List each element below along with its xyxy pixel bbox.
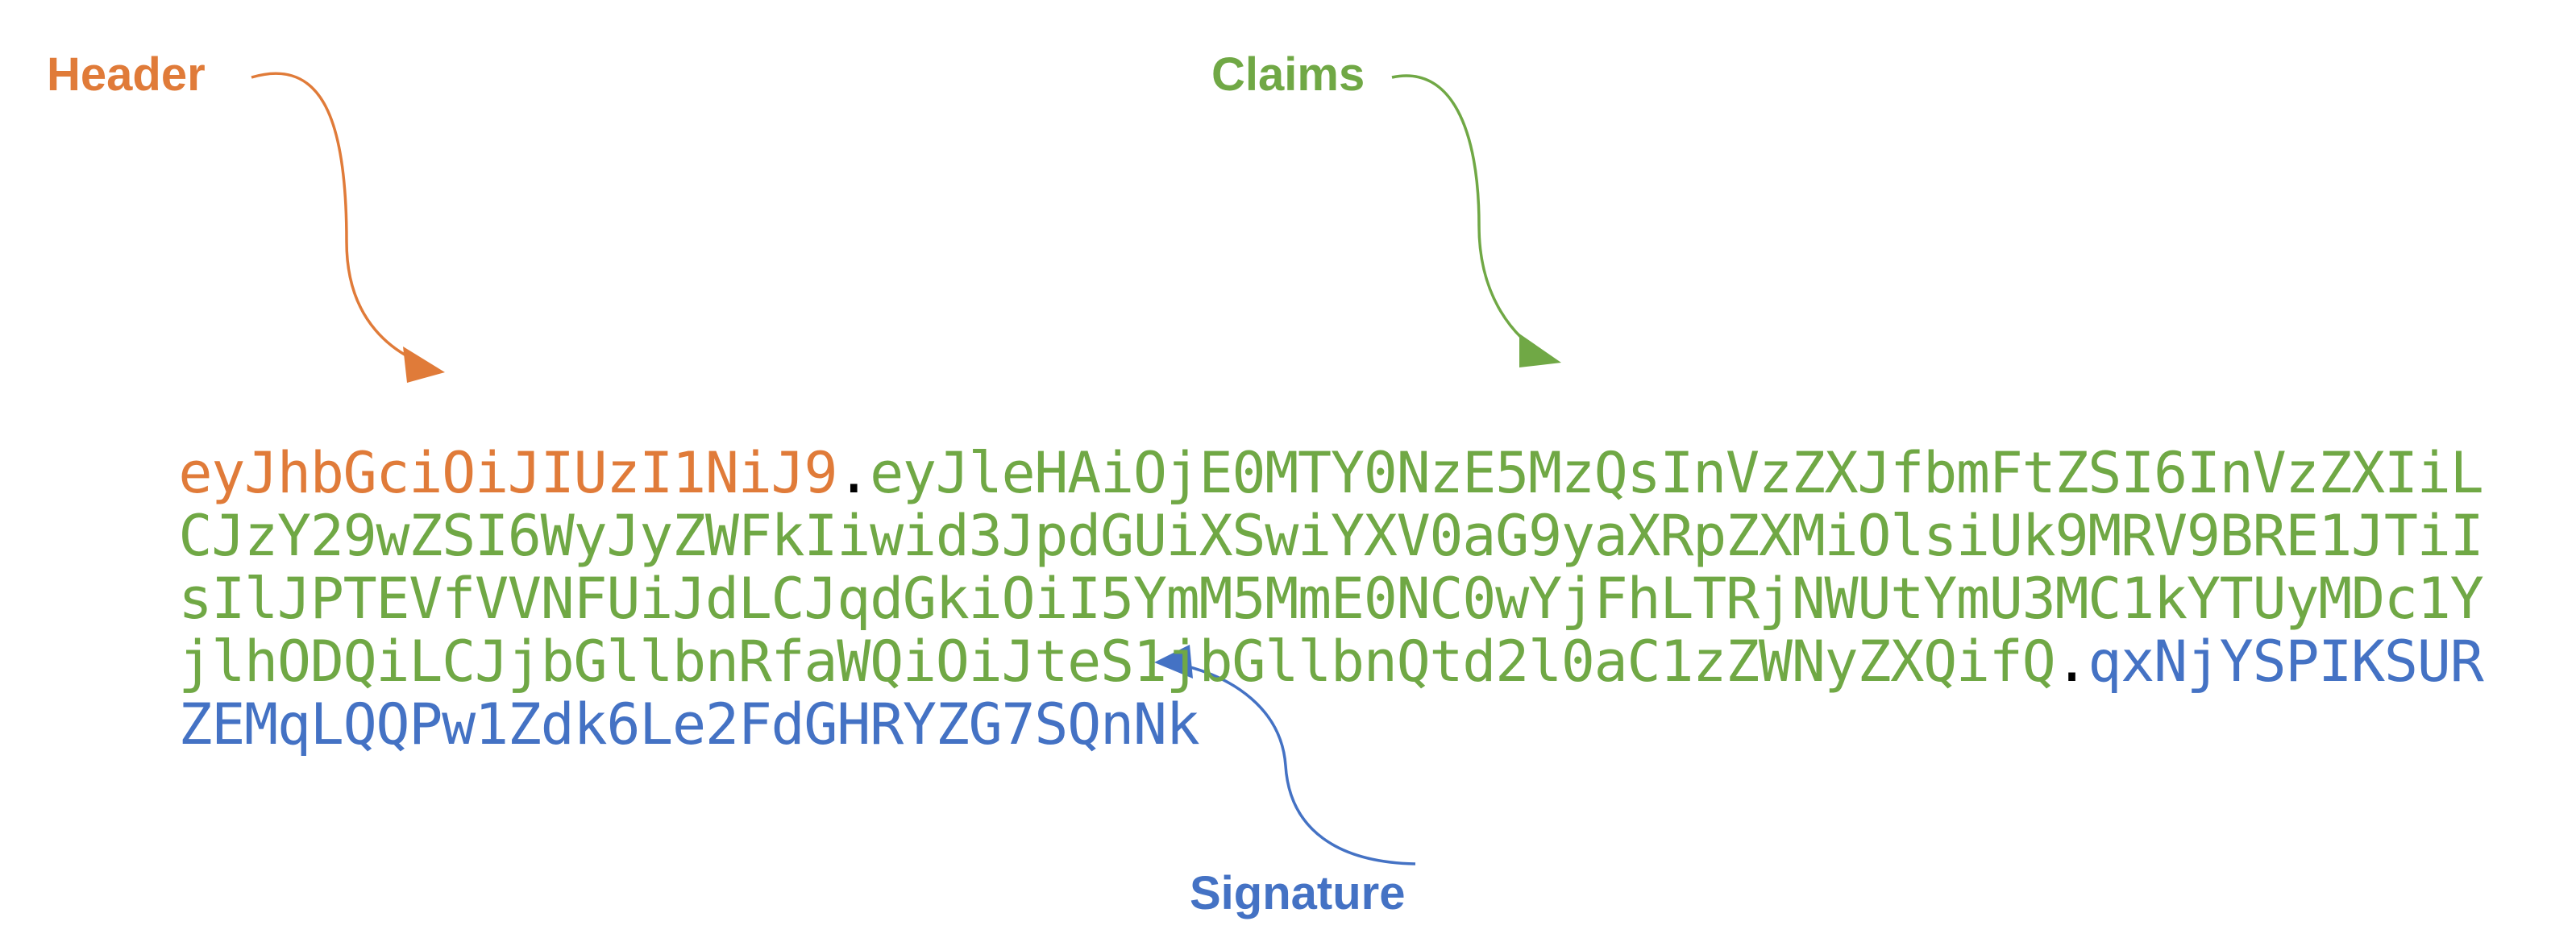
token-signature-segment: qxNjYSPIKSUR (2088, 629, 2483, 695)
token-header-segment: eyJhbGciOiJIUzI1NiJ9 (178, 440, 837, 506)
claims-arrowhead (1519, 334, 1561, 367)
token-separator: . (2055, 629, 2088, 695)
signature-arrowhead (1154, 645, 1193, 679)
header-arrow (251, 72, 432, 368)
token-line-2: CJzY29wZSI6WyJyZWFkIiwid3JpdGUiXSwiYXV0a… (47, 451, 2483, 620)
token-line-5: ZEMqLQQPw1Zdk6Le2FdGHRYZG7SQnNk (47, 640, 1199, 809)
token-signature-segment: ZEMqLQQPw1Zdk6Le2FdGHRYZG7SQnNk (178, 691, 1199, 757)
token-line-3: sIlJPTEVfVVNFUiJdLCJqdGkiOiI5YmM5MmE0NC0… (47, 514, 2483, 683)
token-claims-segment: CJzY29wZSI6WyJyZWFkIiwid3JpdGUiXSwiYXV0a… (178, 503, 2483, 569)
signature-label: Signature (1190, 867, 1406, 919)
header-label: Header (47, 48, 206, 101)
claims-label: Claims (1211, 48, 1365, 101)
header-arrowhead (403, 347, 445, 383)
token-line-4: jlhODQiLCJjbGllbnRfaWQiOiJteS1jbGllbnQtd… (47, 577, 2483, 746)
token-separator: . (837, 440, 870, 506)
claims-arrow (1391, 74, 1544, 356)
token-claims-segment: sIlJPTEVfVVNFUiJdLCJqdGkiOiI5YmM5MmE0NC0… (178, 566, 2483, 632)
signature-arrow (1180, 663, 1416, 865)
token-claims-segment: jlhODQiLCJjbGllbnRfaWQiOiJteS1jbGllbnQtd… (178, 629, 2055, 695)
token-line-1: eyJhbGciOiJIUzI1NiJ9.eyJleHAiOjE0MTY0NzE… (47, 388, 2483, 558)
token-claims-segment: eyJleHAiOjE0MTY0NzE5MzQsInVzZXJfbmFtZSI6… (870, 440, 2484, 506)
